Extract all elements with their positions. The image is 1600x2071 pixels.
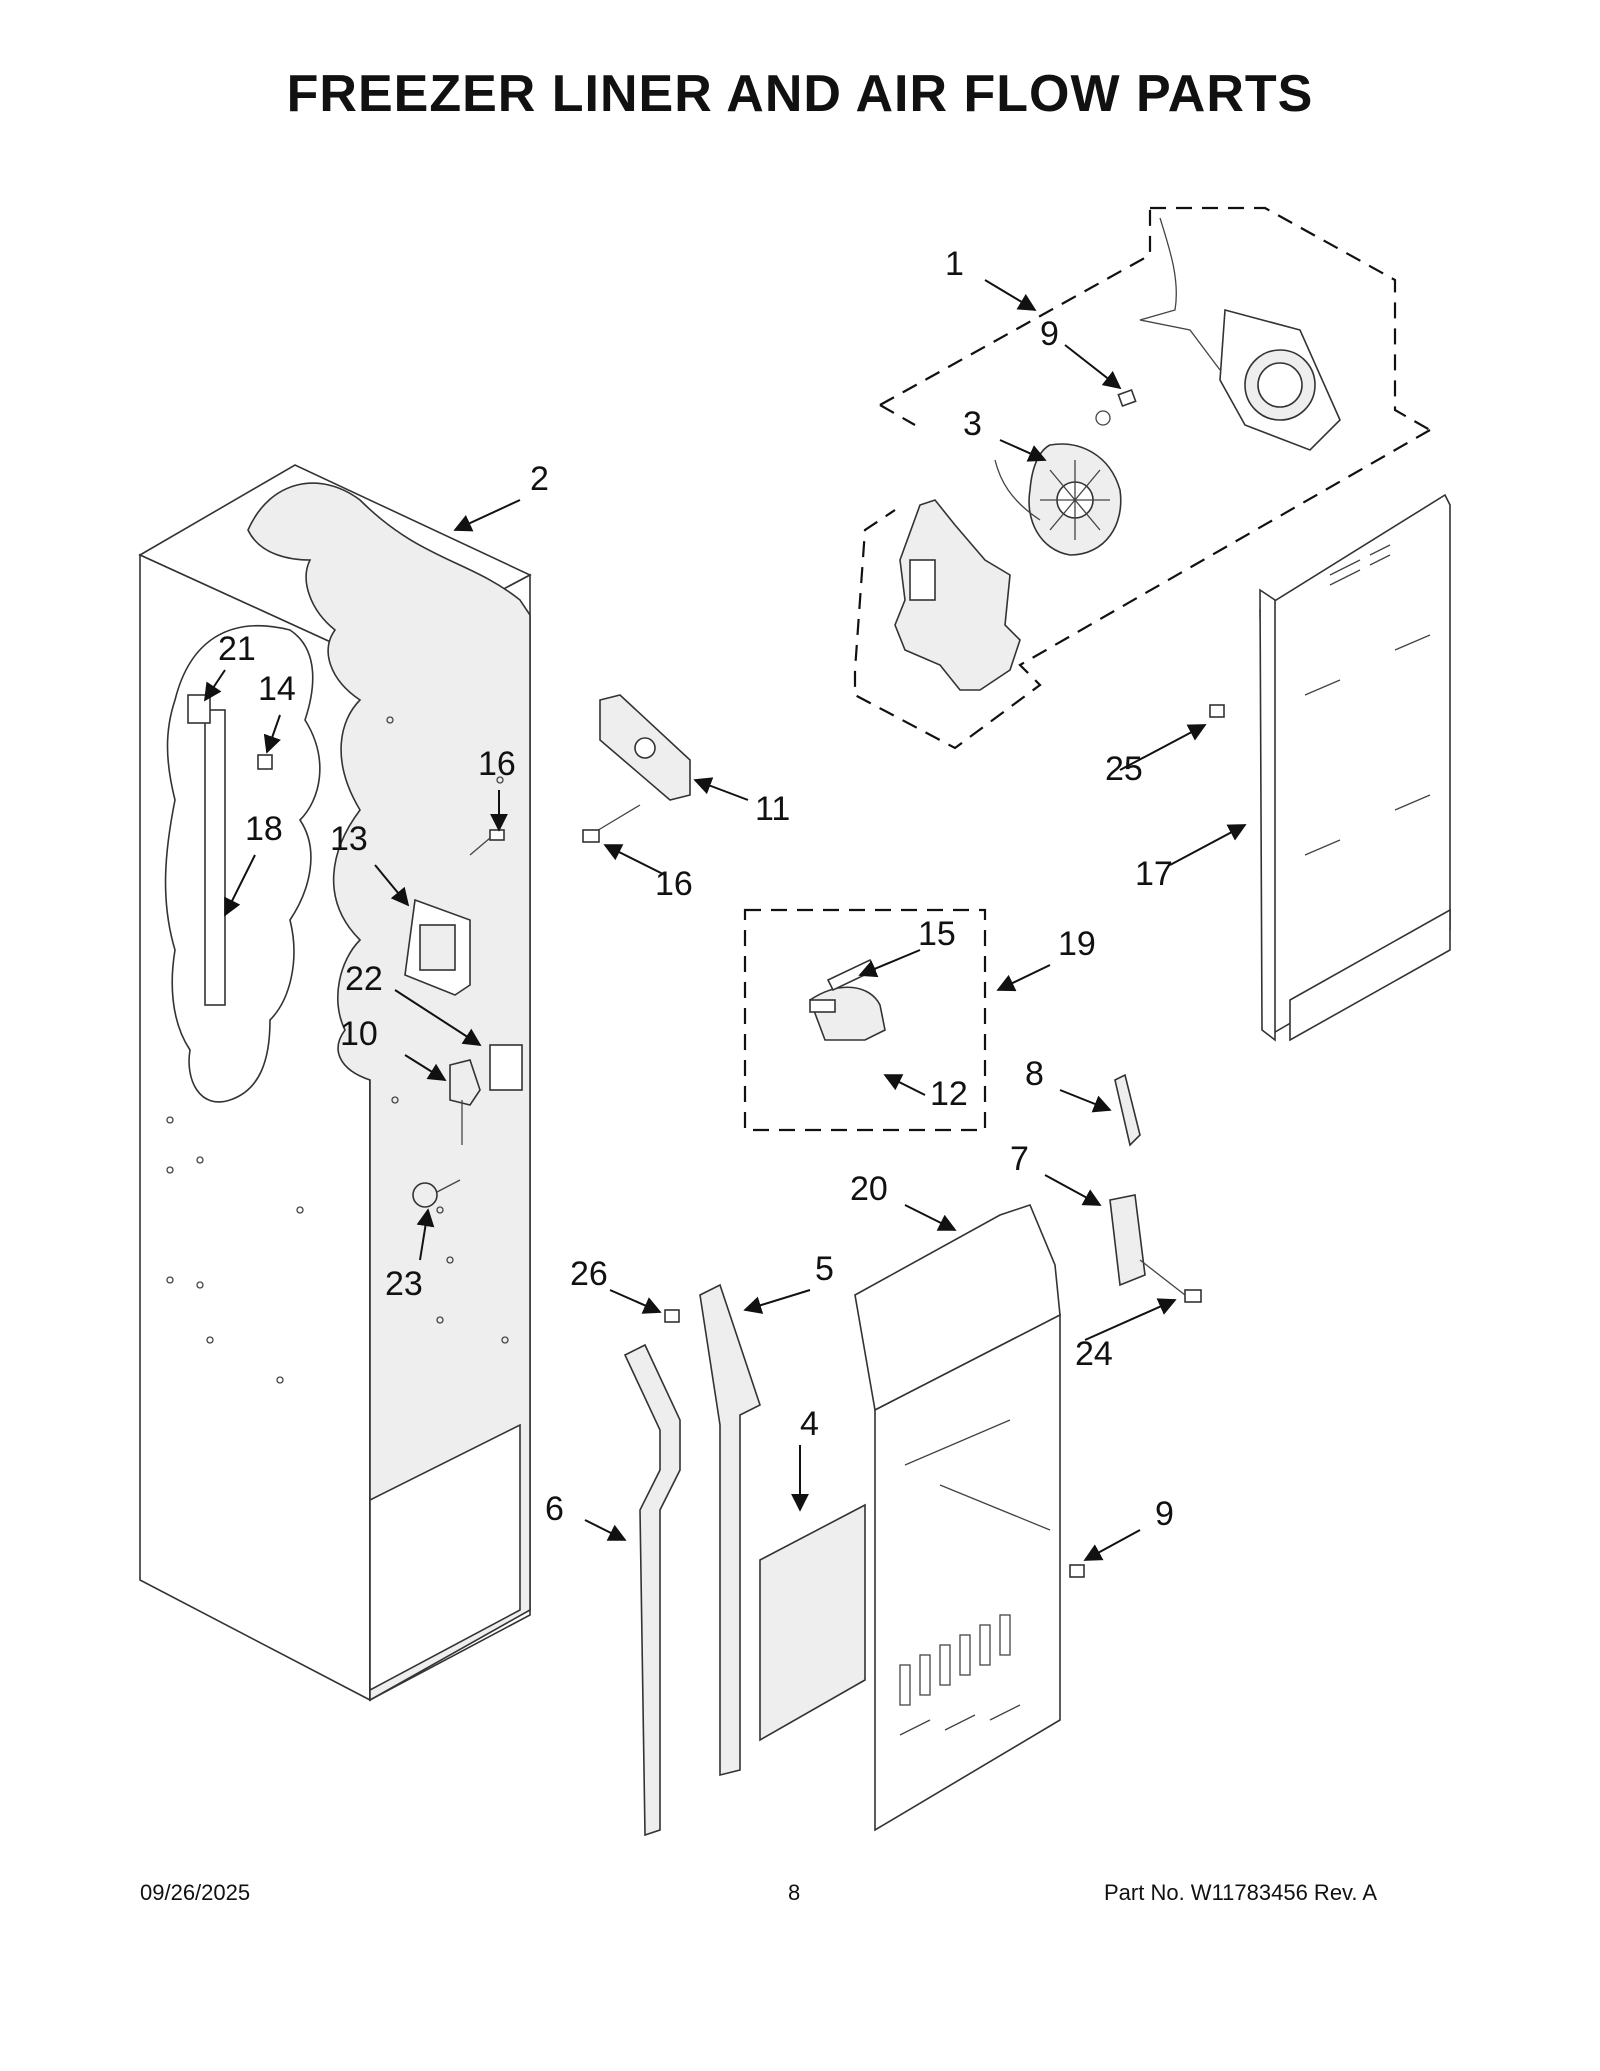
callout-25: 25 <box>1105 750 1143 788</box>
callout-1: 1 <box>945 245 964 283</box>
screw-26 <box>664 1309 680 1323</box>
callout-9-upper: 9 <box>1040 315 1059 353</box>
callout-20: 20 <box>850 1170 888 1208</box>
footer-page-number: 8 <box>788 1880 801 1905</box>
footer-part-number: Part No. W11783456 Rev. A <box>1104 1880 1378 1905</box>
page-title: FREEZER LINER AND AIR FLOW PARTS <box>286 65 1314 123</box>
leader-lines <box>204 279 1247 1561</box>
screw-9-lower <box>1069 1564 1085 1578</box>
callout-17: 17 <box>1135 855 1173 893</box>
seal-5 <box>699 1283 761 1777</box>
callout-23: 23 <box>385 1265 423 1303</box>
callout-8: 8 <box>1025 1055 1044 1093</box>
callout-13: 13 <box>330 820 368 858</box>
gasket-22 <box>489 1044 523 1091</box>
evaporator-fan-assembly <box>853 206 1431 750</box>
freezer-liner <box>138 464 532 1702</box>
plug-23 <box>412 1179 461 1208</box>
callout-5: 5 <box>815 1250 834 1288</box>
damper-control <box>582 694 691 843</box>
screw-25 <box>1209 704 1225 718</box>
air-duct-panel <box>1259 493 1451 1042</box>
footer-date: 09/26/2025 <box>140 1880 251 1905</box>
screw-24 <box>1184 1289 1202 1303</box>
callout-14: 14 <box>258 670 296 708</box>
callout-12: 12 <box>930 1075 968 1113</box>
callout-6: 6 <box>545 1490 564 1528</box>
callout-16-lower: 16 <box>655 865 693 903</box>
light-housing <box>404 829 505 996</box>
callout-11: 11 <box>755 790 790 828</box>
bracket-7 <box>1109 1194 1146 1287</box>
insulation-pad-4 <box>759 1503 866 1742</box>
screw-14 <box>257 754 273 770</box>
callout-26: 26 <box>570 1255 608 1293</box>
callout-19: 19 <box>1058 925 1096 963</box>
callout-4: 4 <box>800 1405 819 1443</box>
callout-16-upper: 16 <box>478 745 516 783</box>
air-duct-cover <box>854 1204 1061 1832</box>
callout-labels: 1 9 3 2 21 14 16 18 13 11 16 22 10 23 15… <box>218 245 1174 1533</box>
callout-2: 2 <box>530 460 549 498</box>
hinge-10 <box>449 1059 481 1106</box>
callout-10: 10 <box>340 1015 378 1053</box>
callout-18: 18 <box>245 810 283 848</box>
bracket-6 <box>623 1343 681 1837</box>
callout-3: 3 <box>963 405 982 443</box>
callout-9-lower: 9 <box>1155 1495 1174 1533</box>
callout-21: 21 <box>218 630 256 668</box>
callout-24: 24 <box>1075 1335 1113 1373</box>
bracket-8 <box>1114 1073 1141 1147</box>
callout-15: 15 <box>918 915 956 953</box>
callout-7: 7 <box>1010 1140 1029 1178</box>
callout-22: 22 <box>345 960 383 998</box>
